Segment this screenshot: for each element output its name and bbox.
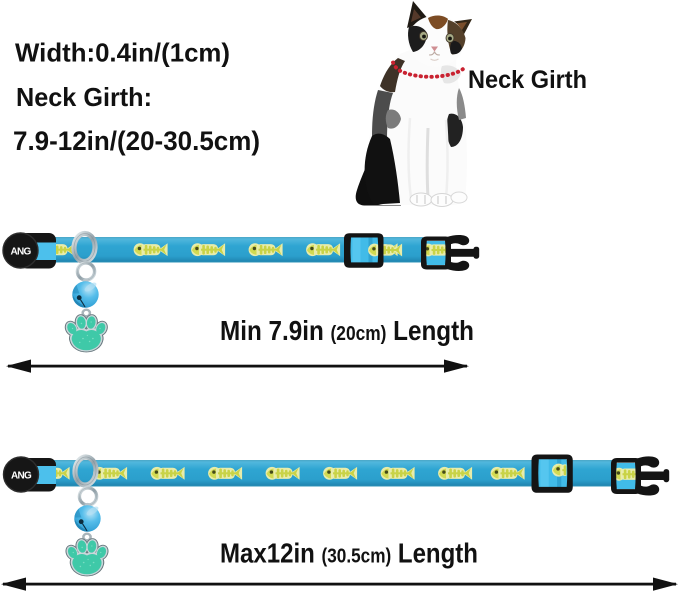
- svg-text:7.9-12in/(20-30.5cm): 7.9-12in/(20-30.5cm): [13, 126, 260, 156]
- svg-text:Min 7.9in (20cm) Length: Min 7.9in (20cm) Length: [220, 315, 474, 346]
- svg-text:Neck Girth:: Neck Girth:: [16, 82, 152, 112]
- svg-text:Width:0.4in/(1cm): Width:0.4in/(1cm): [15, 38, 230, 68]
- svg-text:Neck Girth: Neck Girth: [468, 66, 587, 94]
